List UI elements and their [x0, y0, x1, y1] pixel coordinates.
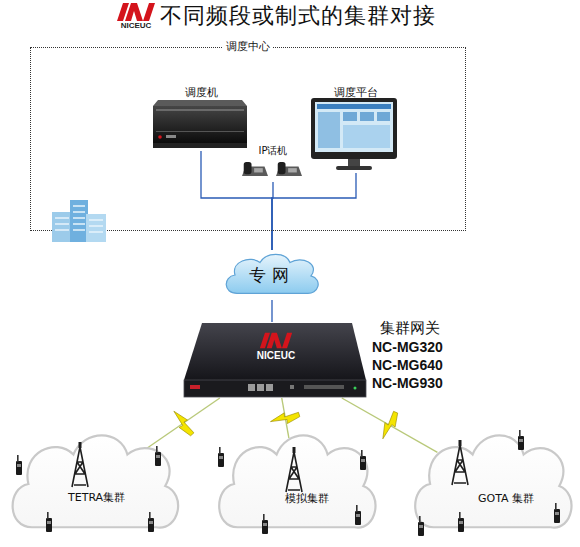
- device-logo: [260, 333, 292, 348]
- cloud-path: [415, 435, 571, 527]
- monitor-frame: [311, 98, 397, 159]
- server-base: [153, 143, 247, 148]
- building-icon: [52, 200, 106, 242]
- wireless-link: [342, 398, 438, 452]
- radio-icon: [16, 455, 22, 475]
- radio-icon: [155, 446, 161, 466]
- network-wire: [201, 151, 272, 250]
- dispatch-server: 调度机: [146, 81, 256, 151]
- node-label: 调度平台: [334, 85, 378, 100]
- logo-text: NICEUC: [114, 21, 158, 30]
- node-label: 调度中心: [223, 39, 273, 54]
- cloud-path: [219, 435, 375, 527]
- building-block: [52, 212, 72, 242]
- ip-phone-icon: [276, 162, 302, 176]
- device-port: [266, 384, 273, 391]
- radio-icon: [148, 512, 154, 532]
- network-wire: [272, 173, 356, 250]
- trunking-cloud: TETRA集群: [5, 425, 185, 543]
- radio-icon: [218, 447, 224, 467]
- network-wire: [271, 300, 272, 322]
- building-block: [70, 200, 88, 242]
- node-label: IP话机: [259, 144, 288, 158]
- gateway-device: [184, 323, 366, 397]
- ip-phone-group: IP话机: [239, 144, 307, 182]
- device-logo-text: NICEUC: [246, 350, 306, 361]
- device-port: [248, 384, 255, 391]
- wireless-link: [147, 398, 220, 448]
- node-label: TETRA集群: [68, 490, 125, 505]
- monitor-screen: [315, 102, 393, 152]
- lightning-symbol: [374, 410, 404, 439]
- node-label: 调度机: [185, 85, 218, 100]
- cloud-path: [13, 435, 178, 527]
- screen-button: [360, 112, 374, 121]
- radio-icon: [458, 512, 464, 532]
- cloud-outline: [408, 425, 578, 543]
- radio-icon: [46, 512, 52, 532]
- ip-phone-icon: [242, 162, 268, 176]
- device-badge: [190, 385, 200, 389]
- radio-icon: [554, 503, 560, 523]
- radio-icon: [360, 450, 366, 470]
- server-trim: [156, 131, 244, 132]
- dispatch-console: 调度平台: [306, 81, 406, 173]
- diagram-title: 不同频段或制式的集群对接: [160, 1, 436, 31]
- tower-icon: [452, 440, 468, 485]
- model-list: NC-MG320 NC-MG640 NC-MG930: [372, 338, 456, 392]
- tower-icon: [286, 447, 302, 492]
- server-led: [158, 135, 162, 139]
- device-front: [184, 380, 366, 397]
- radio-icon: [355, 505, 361, 525]
- building-block: [86, 214, 106, 242]
- screen-panel: [318, 112, 340, 148]
- lightning-symbol: [270, 408, 300, 427]
- device-port: [290, 385, 294, 389]
- cloud-outline: [212, 425, 382, 543]
- node-label: 集群网关: [380, 319, 440, 338]
- screen-panel: [343, 125, 390, 148]
- node-label: 专网: [249, 264, 295, 287]
- server-body: [153, 106, 247, 143]
- cloud-path: [226, 254, 318, 293]
- server-top: [153, 100, 247, 106]
- node-label: GOTA 集群: [478, 491, 534, 506]
- server-trim: [156, 109, 244, 111]
- device-port-row: [304, 385, 344, 389]
- lightning-symbol: [174, 408, 195, 439]
- trunking-cloud: GOTA 集群: [408, 425, 578, 543]
- monitor-icon: [311, 98, 397, 170]
- monitor-stand: [348, 159, 360, 167]
- device-top: [184, 323, 366, 380]
- node-label: 模拟集群: [285, 491, 329, 506]
- radio-icon: [262, 514, 268, 534]
- trunking-cloud: 模拟集群: [212, 425, 382, 543]
- company-logo: [117, 3, 155, 21]
- trunking-gateway: 集群网关NC-MG320 NC-MG640 NC-MG930: [184, 322, 366, 398]
- device-port: [257, 384, 264, 391]
- device-led: [354, 387, 357, 390]
- cloud-outline: [5, 425, 185, 543]
- screen-bar: [317, 104, 391, 109]
- radio-icon: [418, 516, 424, 536]
- tower-icon: [72, 442, 88, 487]
- screen-button: [377, 112, 390, 121]
- private-network-cloud: 专网: [222, 250, 322, 300]
- dispatch-center-group: 调度中心调度机调度平台IP话机: [30, 47, 466, 231]
- server-icon: [153, 100, 247, 148]
- radio-icon: [518, 430, 524, 450]
- screen-button: [343, 112, 357, 121]
- server-slot: [166, 135, 176, 138]
- building-windows: [55, 206, 103, 232]
- monitor-foot: [336, 166, 372, 170]
